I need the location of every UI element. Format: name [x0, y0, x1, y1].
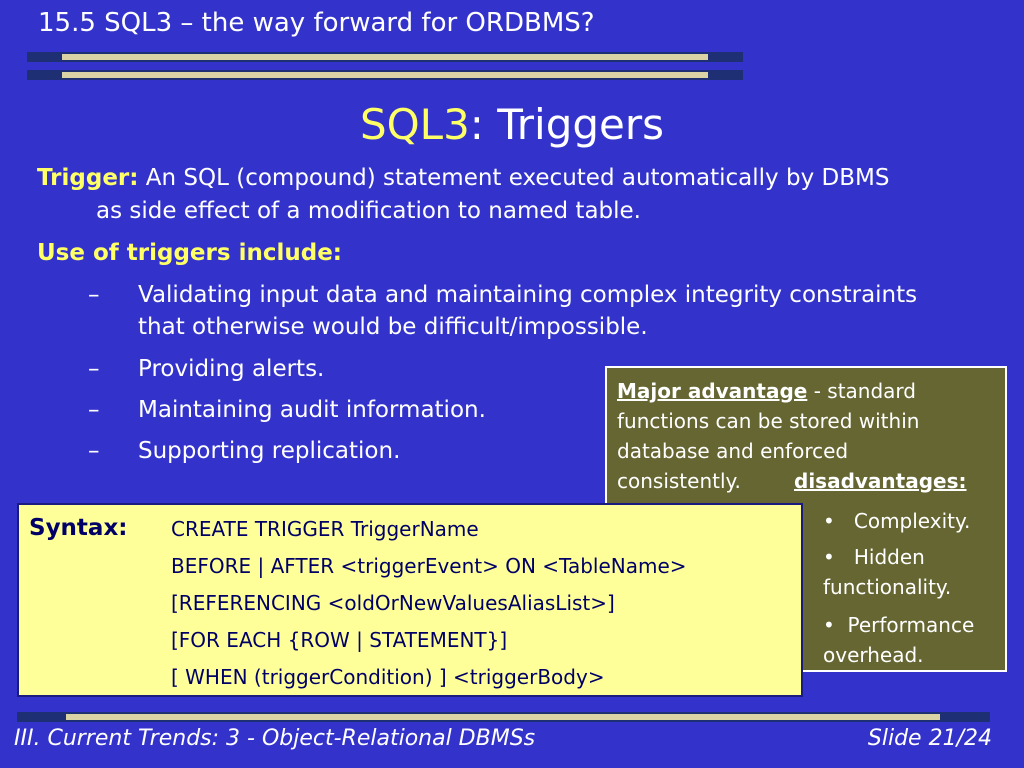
major-advantage-label: Major advantage — [617, 379, 808, 403]
footer-bar-light — [66, 714, 940, 720]
disadvantage-item-3-text: Performance — [847, 613, 975, 637]
use-bullet-4: – — [88, 438, 100, 464]
definition-term: Trigger: — [37, 165, 139, 191]
definition-line-1: Trigger: An SQL (compound) statement exe… — [37, 162, 889, 194]
syntax-line-4: [FOR EACH {ROW | STATEMENT}] — [171, 628, 508, 652]
major-advantage-line-1: Major advantage - standard — [617, 376, 916, 406]
footer-slide-number: Slide 21/24 — [867, 726, 992, 751]
disadvantage-item-2-line-2: functionality. — [823, 575, 952, 599]
disadvantage-item-3-line-1: • Performance — [823, 610, 974, 640]
disadvantage-item-2-line-1: • Hidden — [823, 542, 925, 572]
disadvantages-label: disadvantages: — [794, 469, 967, 493]
major-advantage-text-1: - standard — [807, 379, 916, 403]
header-bar-light-top — [62, 54, 708, 60]
use-bullet-2: – — [88, 356, 100, 382]
syntax-box: Syntax: CREATE TRIGGER TriggerName BEFOR… — [17, 503, 803, 697]
definition-text-1: An SQL (compound) statement executed aut… — [138, 165, 890, 191]
disadvantage-item-3-line-2: overhead. — [823, 643, 924, 667]
syntax-line-5: [ WHEN (triggerCondition) ] <triggerBody… — [171, 665, 605, 689]
footer-course-title: III. Current Trends: 3 - Object-Relation… — [14, 726, 536, 751]
disadvantage-bullet-3: • — [823, 613, 835, 637]
disadvantage-bullet-2: • — [823, 545, 835, 569]
major-advantage-line-2: functions can be stored within — [617, 409, 920, 433]
definition-line-2: as side effect of a modification to name… — [96, 198, 641, 224]
use-bullet-1: – — [88, 282, 100, 308]
slide-title-rest: : Triggers — [469, 100, 665, 149]
syntax-label: Syntax: — [29, 515, 128, 541]
use-item-1-line-2: that otherwise would be difficult/imposs… — [138, 314, 648, 340]
disadvantage-item-1: • Complexity. — [823, 506, 970, 536]
syntax-line-1: CREATE TRIGGER TriggerName — [171, 517, 479, 541]
disadvantage-bullet-1: • — [823, 509, 835, 533]
section-title: 15.5 SQL3 – the way forward for ORDBMS? — [38, 8, 595, 38]
header-bar-light-bottom — [62, 72, 708, 78]
use-bullet-3: – — [88, 397, 100, 423]
use-item-3: Maintaining audit information. — [138, 397, 486, 423]
use-item-2: Providing alerts. — [138, 356, 325, 382]
syntax-line-3: [REFERENCING <oldOrNewValuesAliasList>] — [171, 591, 615, 615]
slide-title-accent: SQL3 — [359, 100, 470, 149]
major-advantage-line-3: database and enforced — [617, 439, 849, 463]
uses-heading: Use of triggers include: — [37, 240, 342, 266]
use-item-1-line-1: Validating input data and maintaining co… — [138, 282, 918, 308]
syntax-line-2: BEFORE | AFTER <triggerEvent> ON <TableN… — [171, 554, 687, 578]
disadvantage-item-1-text: Complexity. — [853, 509, 971, 533]
use-item-4: Supporting replication. — [138, 438, 401, 464]
disadvantage-item-2-text: Hidden — [853, 545, 925, 569]
major-advantage-line-4: consistently. — [617, 469, 741, 493]
slide-title: SQL3: Triggers — [0, 100, 1024, 149]
